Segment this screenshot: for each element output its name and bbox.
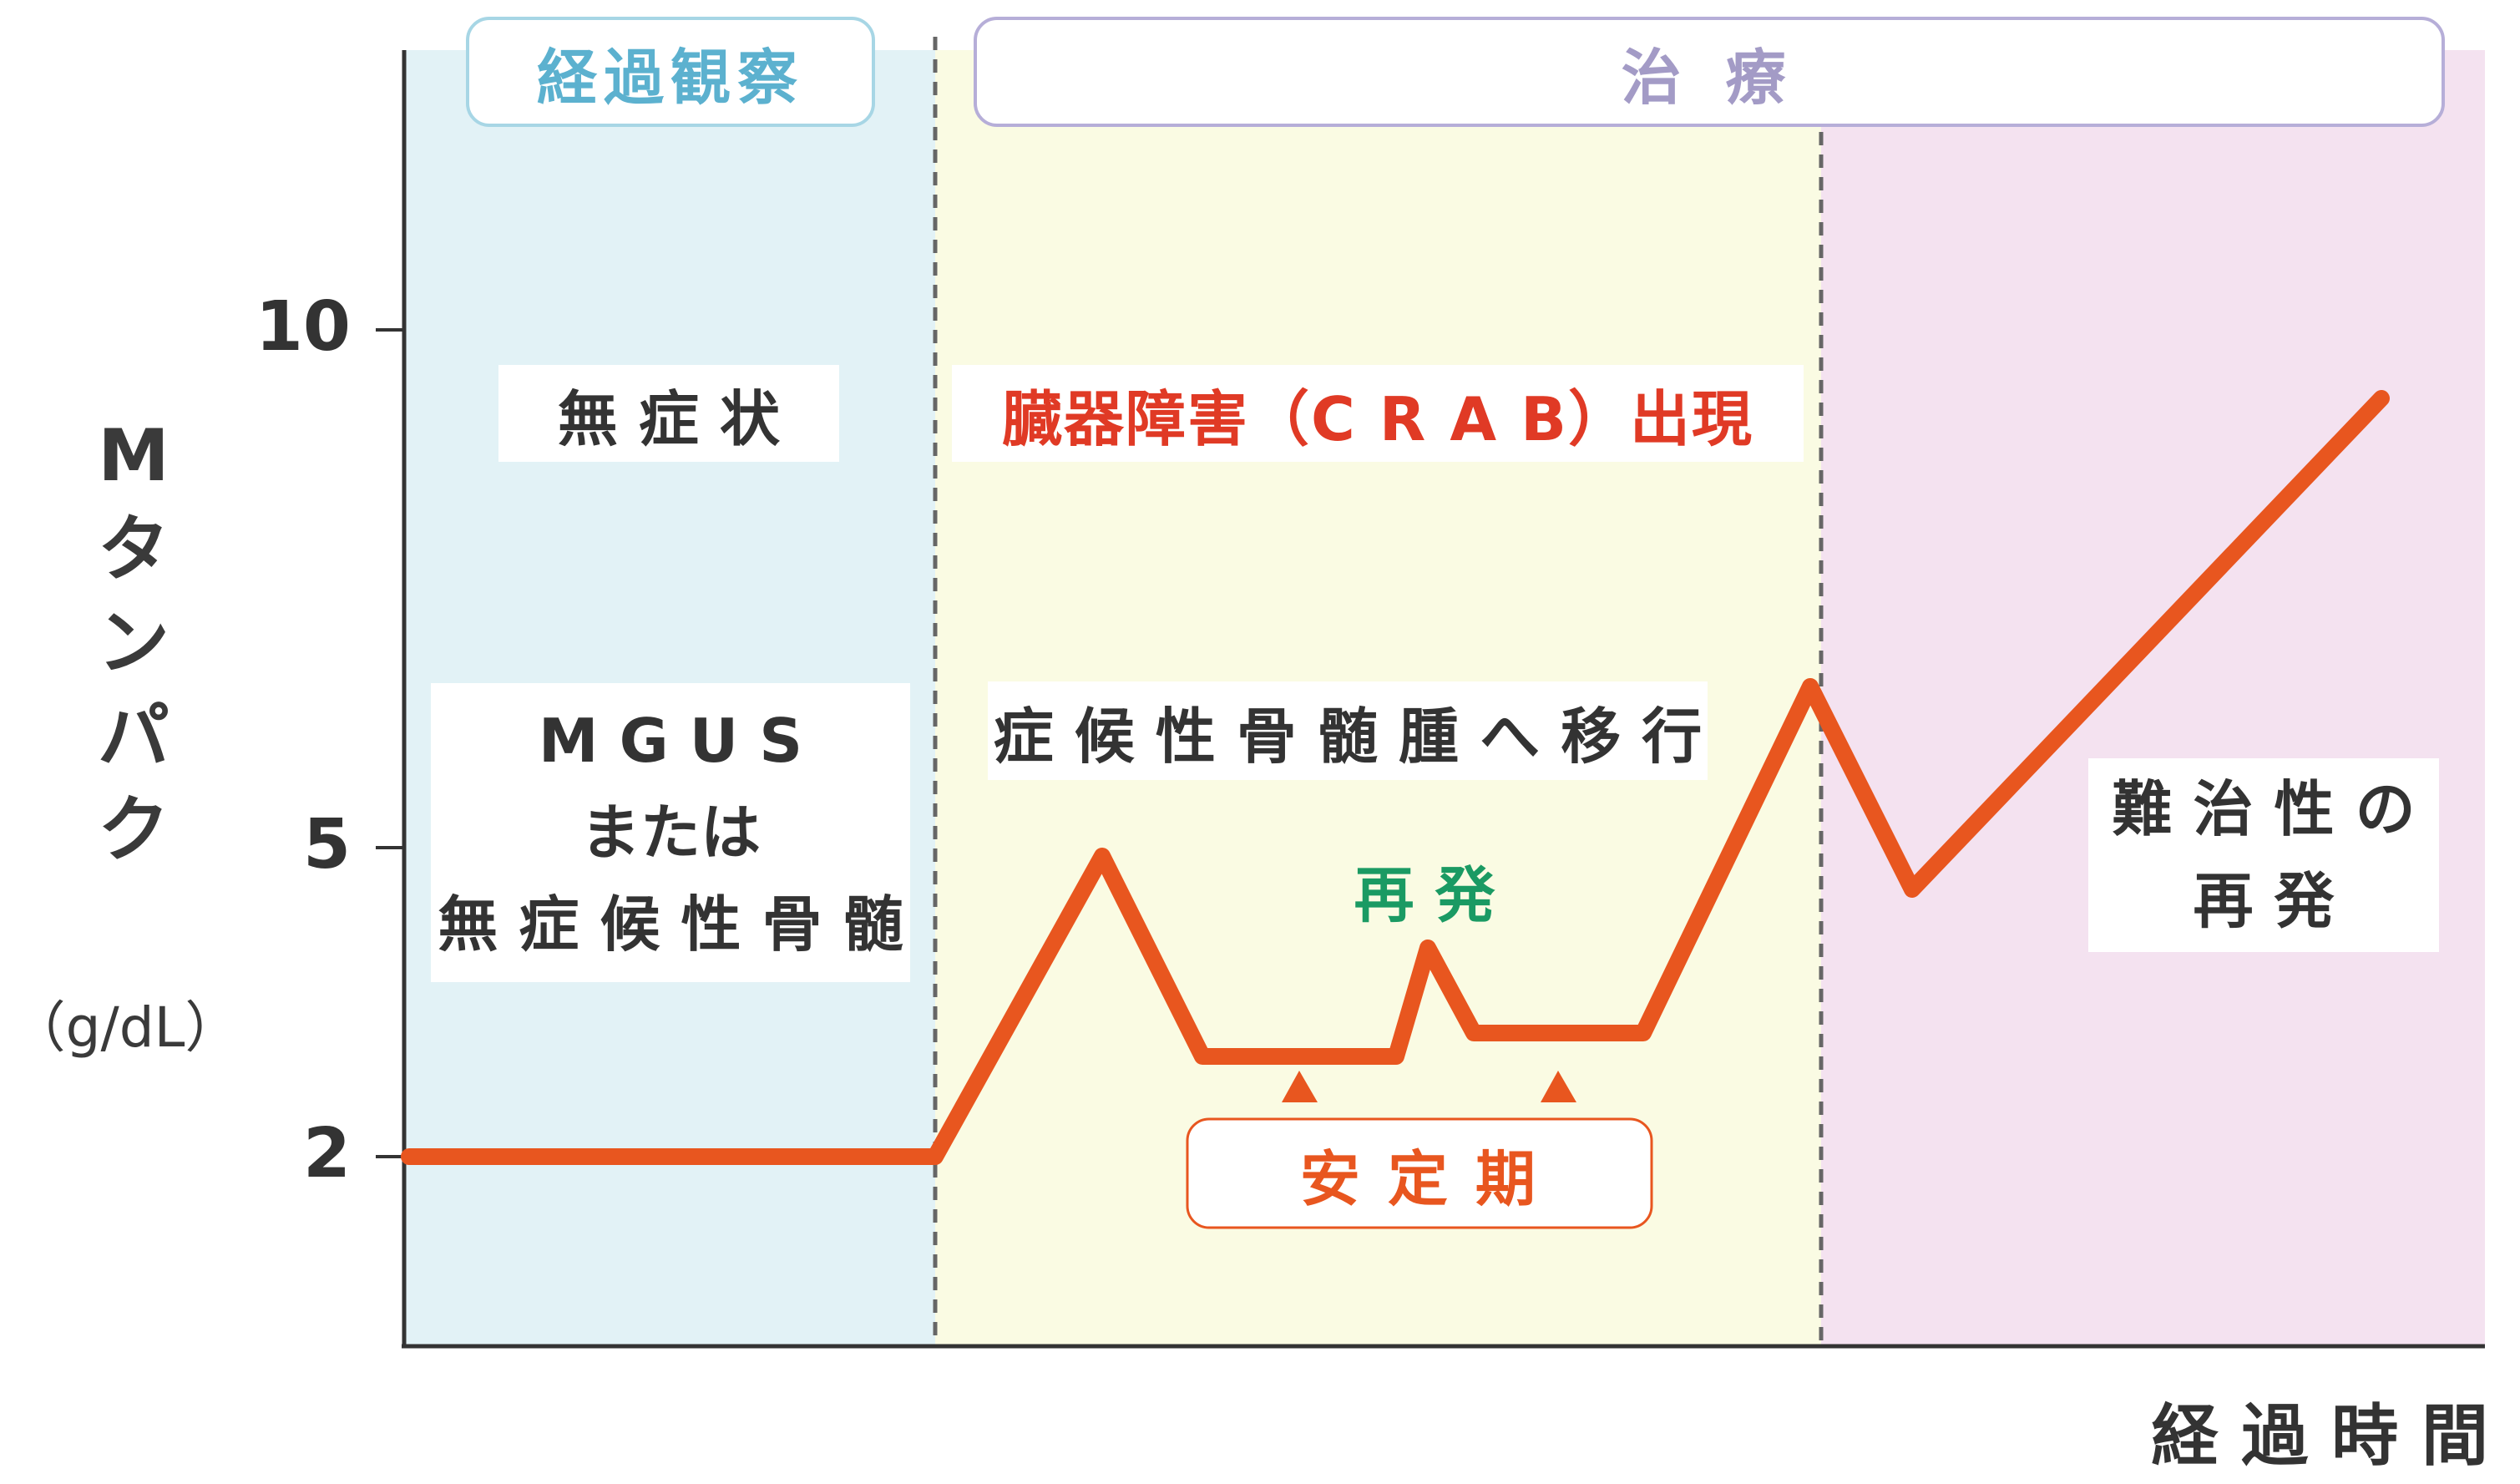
y-axis-label: M タ ン パ ク (58, 409, 209, 877)
refractory-relapse-label: 再 発 (2193, 866, 2335, 936)
stable-marker-right-triangle-up-icon (1541, 1071, 1576, 1102)
observation-header-box (466, 17, 875, 127)
stable-period-label: 安 定 期 (1299, 1143, 1540, 1214)
refractory-relapse-box: 難 治 性 の 再 発 (2088, 758, 2439, 952)
y-tick-label-5: 5 (302, 805, 351, 884)
observation-phase-label: 経過観察 (536, 42, 804, 113)
asymptomatic-label: 無 症 状 (498, 365, 839, 462)
stable-period-box (1186, 1117, 1653, 1229)
y-tick-label-2: 2 (302, 1114, 351, 1193)
refractory-label: 難 治 性 の (2112, 774, 2416, 844)
refractory-phase-region (1821, 50, 2485, 1346)
mgus-box: M G U S または 無 症 候 性 骨 髄 (431, 683, 910, 982)
y-axis-char-m: M (98, 414, 170, 498)
x-axis-label: 経 過 時 間 (2151, 1397, 2488, 1475)
crab-onset-label: 臓器障害（C R A B）出現 (952, 365, 1804, 462)
treatment-phase-label: 治 療 (1621, 42, 1798, 113)
transition-to-symptomatic-label: 症 候 性 骨 髄 腫 へ 移 行 (988, 681, 1708, 780)
mgus-or-label: または (579, 798, 761, 868)
y-axis-unit-label: （g/dL） (10, 995, 240, 1060)
y-tick-label-10: 10 (255, 287, 351, 367)
m-protein-course-line (401, 390, 2390, 1165)
treatment-header-box (974, 17, 2445, 127)
y-axis-char-pa: パ (98, 695, 170, 778)
relapse-label: 再 発 (1354, 859, 1495, 930)
mgus-label: M G U S (538, 706, 803, 776)
smoldering-myeloma-label: 無 症 候 性 骨 髄 (438, 889, 903, 960)
y-axis-char-ta: タ (98, 508, 170, 591)
stable-marker-left-triangle-up-icon (1282, 1071, 1318, 1102)
y-axis-char-ku: ク (98, 788, 170, 872)
y-axis-char-n: ン (98, 601, 170, 685)
